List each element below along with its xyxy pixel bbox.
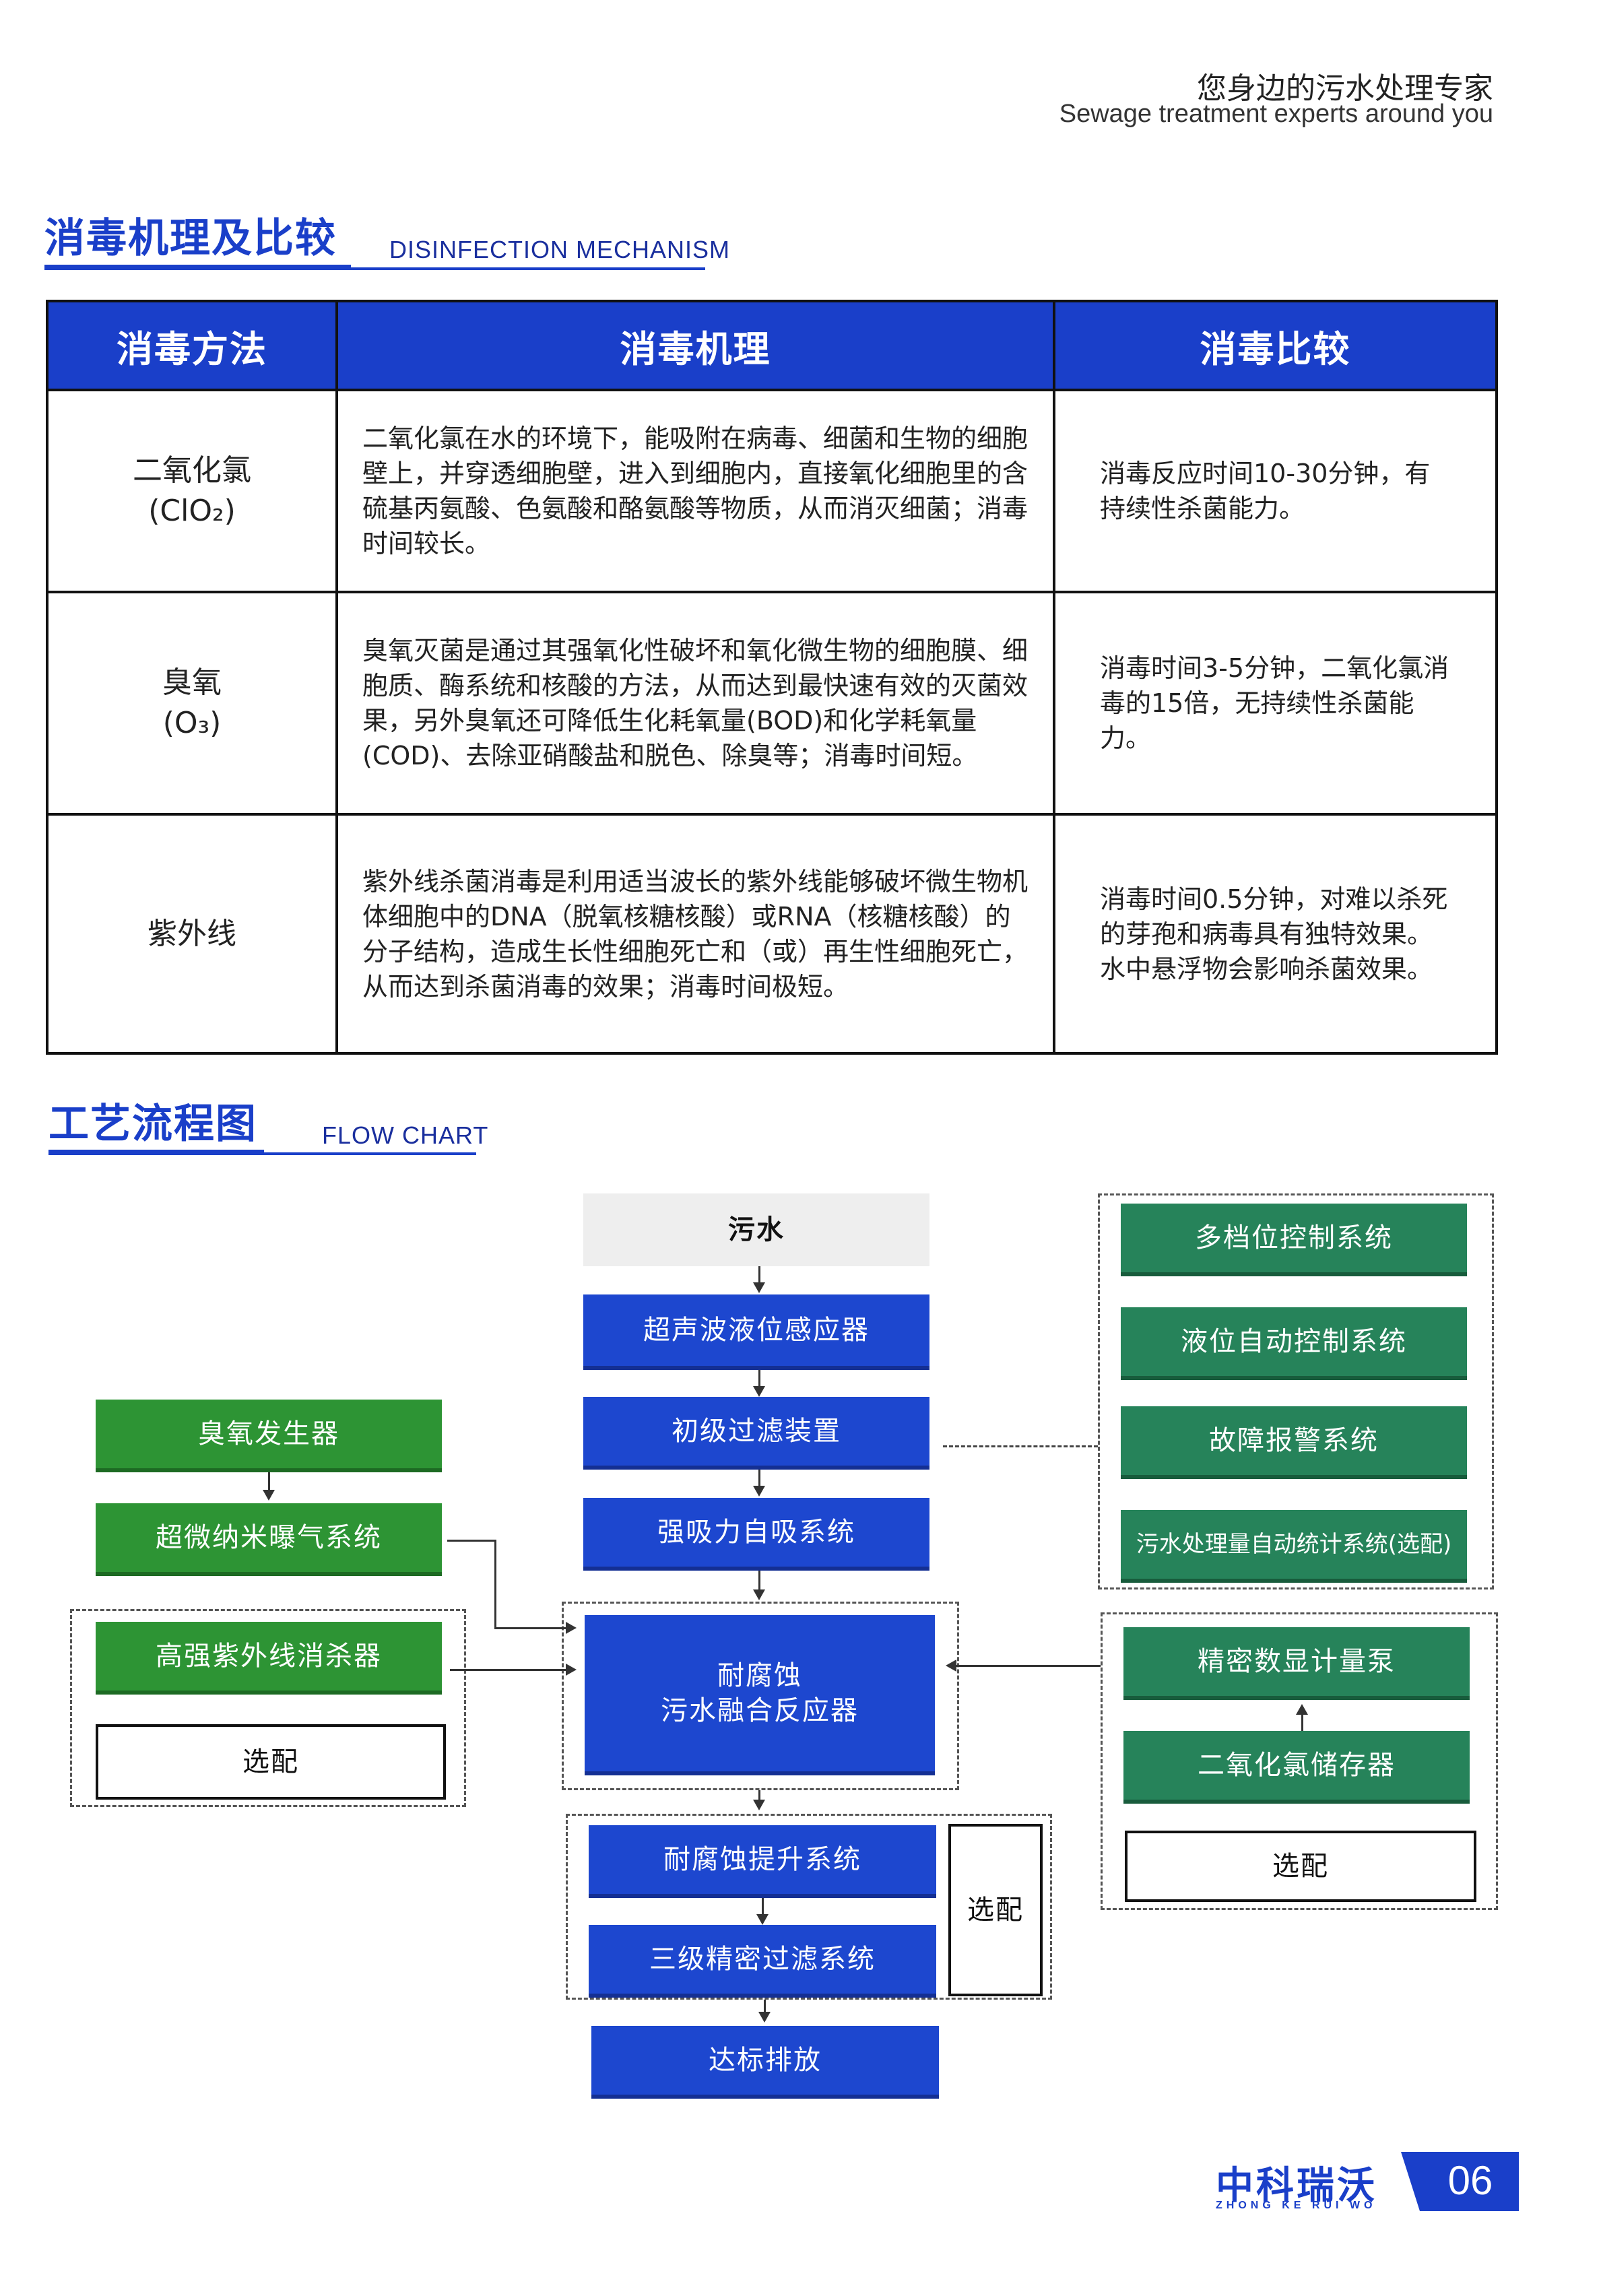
arrow-down-icon: [756, 1914, 769, 1925]
arrow-down-icon: [753, 1800, 765, 1810]
table-row: 紫外线 紫外线杀菌消毒是利用适当波长的紫外线能够破坏微生物机体细胞中的DNA（脱…: [46, 813, 1498, 1055]
fine-filter-box: 三级精密过滤系统: [589, 1925, 936, 1998]
method-cell: 二氧化氯 (ClO₂): [46, 389, 338, 593]
ozone-generator-box: 臭氧发生器: [96, 1400, 442, 1472]
optional-box-left: 选配: [96, 1724, 446, 1800]
connector: [762, 1898, 764, 1915]
clo2-group: [1101, 1612, 1498, 1910]
section-title-mechanism: 消毒机理及比较: [44, 215, 337, 262]
connector: [447, 1540, 496, 1542]
connector: [494, 1627, 568, 1629]
method-formula: (O₃): [162, 706, 222, 740]
arrow-left-icon: [946, 1660, 956, 1672]
header-comparison: 消毒比较: [1053, 300, 1498, 391]
reactor-label-line1: 耐腐蚀: [717, 1660, 802, 1691]
multi-control-box: 多档位控制系统: [1121, 1204, 1467, 1276]
level-control-box: 液位自动控制系统: [1121, 1307, 1467, 1380]
ultrasonic-sensor-box: 超声波液位感应器: [583, 1294, 929, 1370]
connector: [956, 1665, 1101, 1667]
method-name: 臭氧: [162, 665, 222, 700]
lift-filter-group: [566, 1814, 1052, 2000]
section-underline-thin: [264, 1152, 476, 1155]
uv-group: [70, 1609, 466, 1807]
arrow-right-icon: [566, 1622, 577, 1634]
table-row: 臭氧 (O₃) 臭氧灭菌是通过其强氧化性破坏和氧化微生物的细胞膜、细胞质、酶系统…: [46, 591, 1498, 816]
connector: [758, 1470, 760, 1486]
connector: [1301, 1713, 1303, 1731]
connector: [758, 1790, 760, 1802]
method-cell: 臭氧 (O₃): [46, 591, 338, 816]
reactor-box: 耐腐蚀 污水融合反应器: [585, 1615, 935, 1775]
arrow-up-icon: [1296, 1704, 1308, 1715]
header-method: 消毒方法: [46, 300, 338, 391]
sewage-input-box: 污水: [583, 1193, 929, 1266]
connector: [494, 1540, 496, 1629]
tagline-cn: 您身边的污水处理专家: [1197, 71, 1493, 106]
optional-box-right: 选配: [1125, 1831, 1476, 1902]
section-underline: [48, 1150, 264, 1155]
comparison-cell: 消毒时间0.5分钟，对难以杀死的芽孢和病毒具有独特效果。水中悬浮物会影响杀菌效果…: [1053, 813, 1498, 1055]
section-title-flow: 工艺流程图: [48, 1101, 257, 1148]
statistics-system-box: 污水处理量自动统计系统(选配): [1121, 1510, 1467, 1583]
method-formula: (ClO₂): [148, 494, 236, 528]
connector: [758, 1571, 760, 1589]
arrow-right-icon: [566, 1664, 577, 1676]
page-number-tab: [1401, 2152, 1519, 2211]
tagline-en: Sewage treatment experts around you: [1059, 100, 1493, 128]
metering-pump-box: 精密数显计量泵: [1123, 1627, 1470, 1700]
connector: [450, 1669, 566, 1671]
optional-box-center: 选配: [948, 1824, 1043, 1996]
disinfection-table: 消毒方法 消毒机理 消毒比较 二氧化氯 (ClO₂) 二氧化氯在水的环境下，能吸…: [46, 300, 1498, 1055]
header-mechanism: 消毒机理: [335, 300, 1055, 391]
connector: [764, 2000, 766, 2013]
brand-logo: 中科瑞沃: [1216, 2164, 1377, 2208]
control-group: [1098, 1193, 1494, 1589]
comparison-cell: 消毒时间3-5分钟，二氧化氯消毒的15倍，无持续性杀菌能力。: [1053, 591, 1498, 816]
page-number: 06: [1447, 2158, 1493, 2203]
arrow-down-icon: [753, 1386, 765, 1397]
reactor-group: [562, 1602, 959, 1790]
mechanism-cell: 臭氧灭菌是通过其强氧化性破坏和氧化微生物的细胞膜、细胞质、酶系统和核酸的方法，从…: [335, 591, 1055, 816]
arrow-down-icon: [753, 1486, 765, 1497]
uv-sterilizer-box: 高强紫外线消杀器: [96, 1622, 442, 1695]
method-name: 紫外线: [148, 916, 236, 951]
dashed-connector: [943, 1445, 1098, 1447]
table-header-row: 消毒方法 消毒机理 消毒比较: [46, 300, 1498, 391]
method-cell: 紫外线: [46, 813, 338, 1055]
arrow-down-icon: [263, 1490, 275, 1501]
arrow-down-icon: [753, 1282, 765, 1293]
suction-system-box: 强吸力自吸系统: [583, 1498, 929, 1571]
arrow-down-icon: [753, 1589, 765, 1600]
mechanism-cell: 紫外线杀菌消毒是利用适当波长的紫外线能够破坏微生物机体细胞中的DNA（脱氧核糖核…: [335, 813, 1055, 1055]
connector: [758, 1370, 760, 1386]
comparison-cell: 消毒反应时间10-30分钟，有持续性杀菌能力。: [1053, 389, 1498, 593]
section-underline-thin: [351, 267, 705, 270]
section-underline: [44, 265, 351, 270]
reactor-label-line2: 污水融合反应器: [661, 1695, 859, 1726]
table-row: 二氧化氯 (ClO₂) 二氧化氯在水的环境下，能吸附在病毒、细菌和生物的细胞壁上…: [46, 389, 1498, 593]
alarm-system-box: 故障报警系统: [1121, 1406, 1467, 1479]
arrow-down-icon: [758, 2012, 771, 2023]
mechanism-cell: 二氧化氯在水的环境下，能吸附在病毒、细菌和生物的细胞壁上，并穿透细胞壁，进入到细…: [335, 389, 1055, 593]
section-subtitle-mechanism: DISINFECTION MECHANISM: [389, 236, 731, 263]
brand-logo-pinyin: ZHONG KE RUI WO: [1216, 2200, 1377, 2211]
primary-filter-box: 初级过滤装置: [583, 1397, 929, 1470]
connector: [268, 1472, 270, 1491]
discharge-box: 达标排放: [591, 2026, 939, 2099]
connector: [758, 1266, 760, 1282]
method-name: 二氧化氯: [133, 453, 251, 488]
clo2-storage-box: 二氧化氯储存器: [1123, 1731, 1470, 1804]
nano-aeration-box: 超微纳米曝气系统: [96, 1503, 442, 1576]
section-subtitle-flow: FLOW CHART: [322, 1121, 489, 1149]
lift-system-box: 耐腐蚀提升系统: [589, 1825, 936, 1898]
